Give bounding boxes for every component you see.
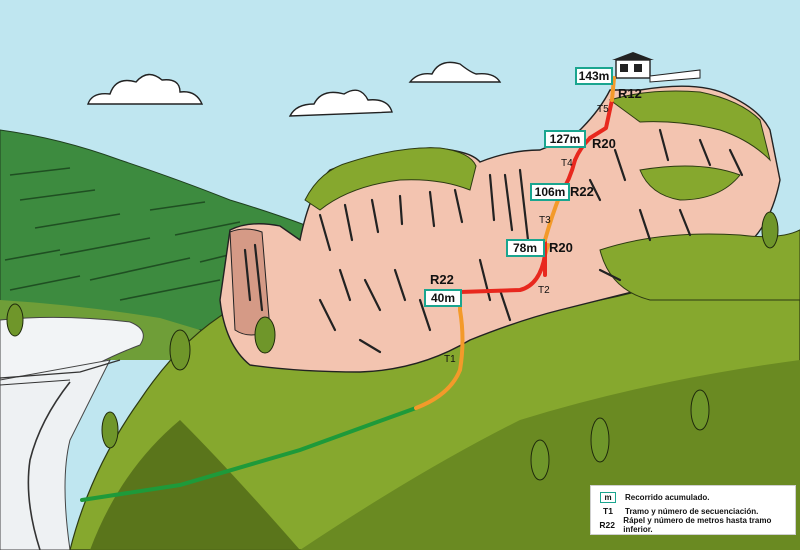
rappel-r12-label: R12: [618, 86, 642, 101]
section-t1-label: T1: [444, 354, 456, 365]
distance-143m: 143m: [575, 67, 613, 85]
river: [27, 381, 71, 550]
trees: [6, 211, 779, 481]
tree: [590, 417, 610, 463]
summit-vegetation: [304, 147, 477, 211]
forest-dark: [90, 420, 300, 550]
section-t4-line: [573, 136, 592, 162]
clouds: [87, 61, 502, 117]
cloud: [408, 61, 502, 83]
road: [0, 359, 121, 379]
valley-lower: [0, 359, 111, 550]
distance-78m: 78m: [506, 239, 545, 257]
distance-40m-label: 40m: [431, 291, 455, 305]
legend-row-rappel: R22 Rápel y número de metros hasta tramo…: [597, 516, 789, 534]
rock-hatching: [243, 128, 744, 354]
legend-text-rappel: Rápel y número de metros hasta tramo inf…: [623, 516, 772, 534]
section-labels: T1 T2 T3 T4 T5: [444, 104, 609, 365]
section-t5-line: [610, 76, 616, 102]
rappel-r22b-label: R22: [570, 184, 594, 199]
section-t3-label: T3: [539, 215, 551, 226]
legend-key-distance-box: m: [600, 491, 616, 503]
rappel-r20b-label: R20: [592, 136, 616, 151]
legend-text-section: Tramo y número de secuenciación.: [625, 506, 759, 516]
map-legend: m Recorrido acumulado. T1 Tramo y número…: [590, 485, 796, 535]
tree: [169, 329, 191, 371]
distance-106m: 106m: [530, 183, 570, 201]
distance-106m-label: 106m: [535, 185, 566, 199]
rappel-r20a-label: R20: [549, 240, 573, 255]
section-t4-label: T4: [561, 158, 573, 169]
legend-text-distance: Recorrido acumulado.: [625, 492, 710, 502]
tree: [761, 211, 779, 249]
tree: [101, 411, 119, 449]
distance-40m: 40m: [424, 289, 462, 307]
rappel-r20b-line: [588, 98, 614, 140]
tree: [6, 303, 24, 337]
cloud: [87, 73, 204, 105]
ledge-vegetation: [639, 165, 741, 201]
summit-vegetation: [608, 90, 771, 162]
summit-hut: [612, 52, 701, 83]
climbing-route: [414, 76, 616, 410]
rappel-r22a-label: R22: [430, 272, 454, 287]
section-t2-label: T2: [538, 285, 550, 296]
legend-row-section: T1 Tramo y número de secuenciación.: [597, 504, 789, 518]
rappel-labels: R22 R20 R22 R20 R12: [430, 86, 642, 287]
tree: [690, 389, 710, 431]
legend-row-distance: m Recorrido acumulado.: [597, 490, 789, 504]
approach-path: [80, 406, 418, 502]
road: [0, 379, 71, 386]
section-t1-line: [414, 290, 465, 410]
distance-127m-label: 127m: [550, 132, 581, 146]
tree: [530, 439, 550, 481]
section-t5-label: T5: [597, 104, 609, 115]
legend-key-rappel: R22: [599, 520, 615, 530]
distance-markers: 40m 78m 106m 127m 143m: [424, 67, 613, 307]
tree: [254, 316, 276, 354]
distance-127m: 127m: [544, 130, 586, 148]
distance-78m-label: 78m: [513, 241, 537, 255]
legend-key-section: T1: [603, 506, 613, 516]
distance-143m-label: 143m: [579, 69, 610, 83]
cloud: [288, 89, 393, 117]
legend-key-distance: m: [597, 491, 619, 503]
